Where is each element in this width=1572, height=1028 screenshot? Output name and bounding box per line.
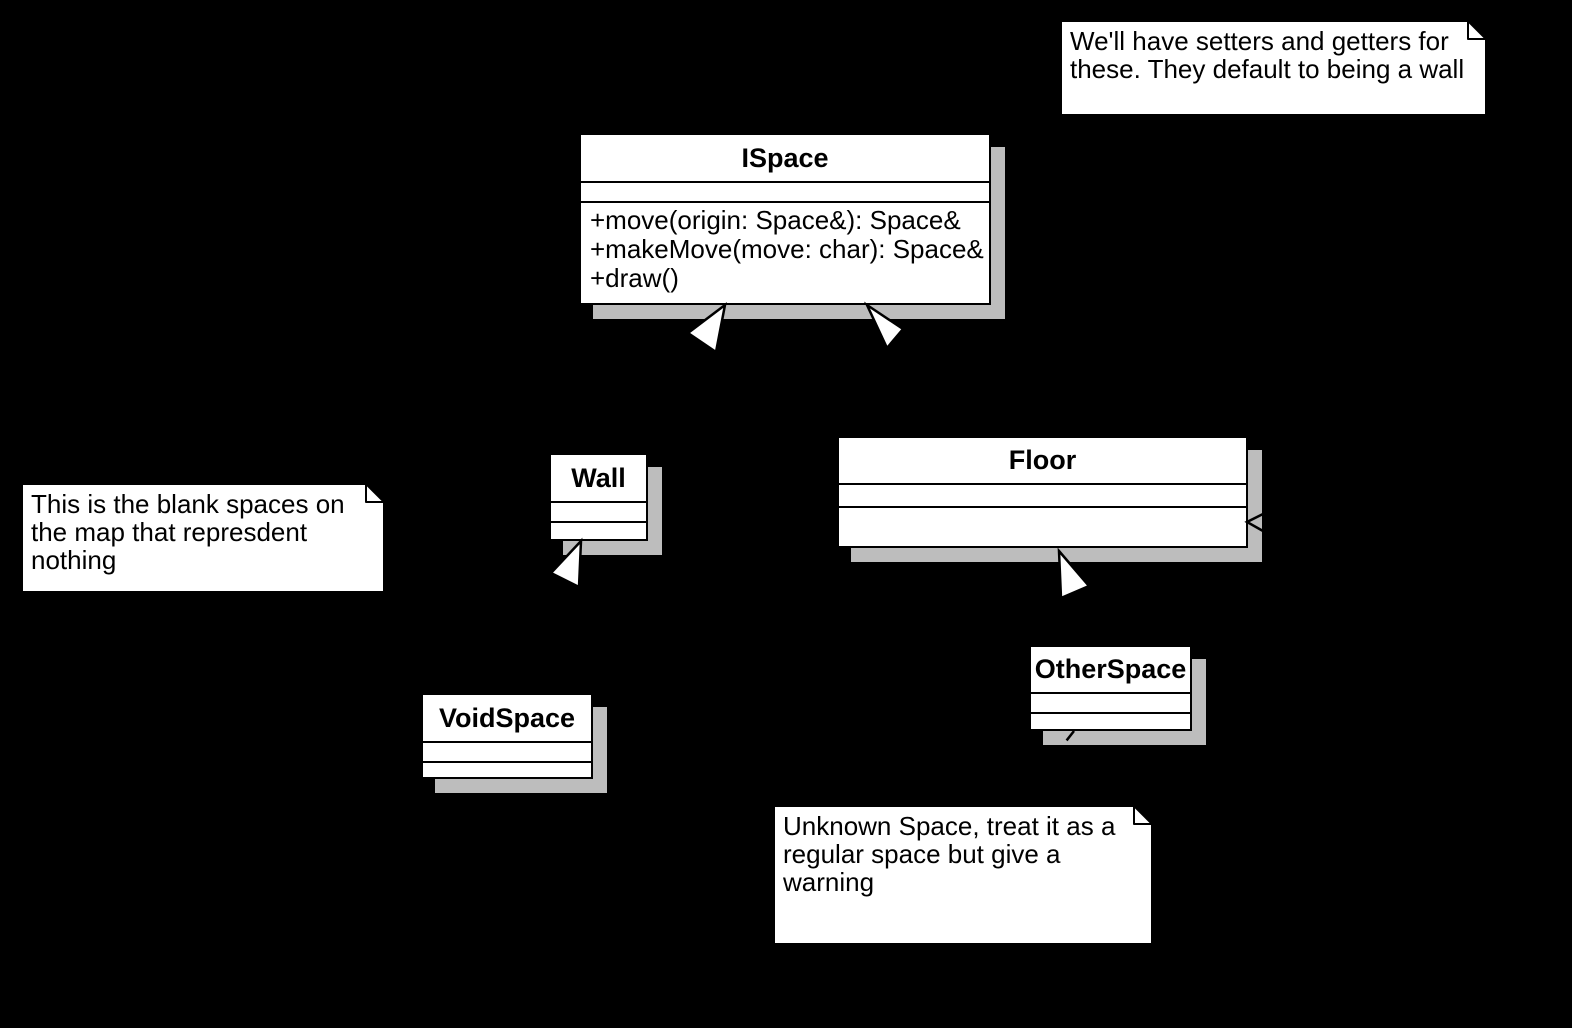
note-blank-spaces[interactable]: This is the blank spaces on the map that… (21, 483, 385, 593)
inheritance-arrowhead-floor-to-ispace[interactable] (863, 301, 905, 351)
note-fold-corner (1133, 805, 1153, 825)
note-outline (21, 483, 385, 593)
method-line: +draw() (590, 263, 679, 293)
note-text-line: warning (783, 867, 875, 897)
class-attributes-section (839, 485, 1246, 508)
note-fold-corner (365, 483, 385, 503)
association-arrowhead-into-floor[interactable] (1244, 512, 1264, 533)
class-title: OtherSpace (1031, 647, 1190, 694)
note-outline (773, 805, 1153, 945)
note-text-line: these. They default to being a wall (1070, 54, 1465, 84)
method-line: +makeMove(move: char): Space& (590, 234, 984, 264)
note-text-line: regular space but give a (783, 839, 1061, 869)
note-text-line: Unknown Space, treat it as a (783, 811, 1116, 841)
class-voidspace[interactable]: VoidSpace (421, 693, 593, 779)
class-title: VoidSpace (423, 695, 591, 743)
class-attributes-section (423, 743, 591, 763)
note-shape (773, 805, 1153, 945)
inheritance-arrowhead-otherspace-to-floor[interactable] (1057, 547, 1092, 600)
inheritance-arrowhead-wall-to-ispace[interactable] (685, 302, 727, 355)
note-link-dashed-line-otherspace[interactable] (1015, 730, 1075, 806)
class-methods-section (839, 508, 1246, 546)
note-text: Unknown Space, treat it as a regular spa… (773, 805, 1153, 896)
note-shape (1060, 20, 1487, 116)
class-wall[interactable]: Wall (549, 453, 648, 541)
note-fold-corner (1467, 20, 1487, 40)
note-shape (21, 483, 385, 593)
note-text-line: nothing (31, 545, 117, 575)
note-setters-getters[interactable]: We'll have setters and getters for these… (1060, 20, 1487, 116)
note-text-line: This is the blank spaces on (31, 489, 345, 519)
class-ispace[interactable]: ISpace +move(origin: Space&): Space& +ma… (579, 133, 991, 305)
class-methods-section (423, 763, 591, 777)
class-methods-section (1031, 714, 1190, 729)
class-methods-section (551, 523, 646, 539)
class-methods-section: +move(origin: Space&): Space& +makeMove(… (581, 203, 989, 303)
class-title: Wall (551, 455, 646, 503)
note-unknown-space[interactable]: Unknown Space, treat it as a regular spa… (773, 805, 1153, 945)
inheritance-arrowhead-voidspace-to-wall[interactable] (548, 537, 583, 589)
note-text-line: the map that represdent (31, 517, 308, 547)
class-title: ISpace (581, 135, 989, 183)
class-attributes-section (1031, 694, 1190, 714)
note-text: We'll have setters and getters for these… (1060, 20, 1487, 83)
class-attributes-section (551, 503, 646, 523)
class-attributes-section (581, 183, 989, 203)
method-line: +move(origin: Space&): Space& (590, 205, 961, 235)
class-otherspace[interactable]: OtherSpace (1029, 645, 1192, 731)
note-text-line: We'll have setters and getters for (1070, 26, 1449, 56)
class-title: Floor (839, 438, 1246, 485)
note-text: This is the blank spaces on the map that… (21, 483, 385, 574)
class-floor[interactable]: Floor (837, 436, 1248, 548)
note-outline (1060, 20, 1487, 116)
